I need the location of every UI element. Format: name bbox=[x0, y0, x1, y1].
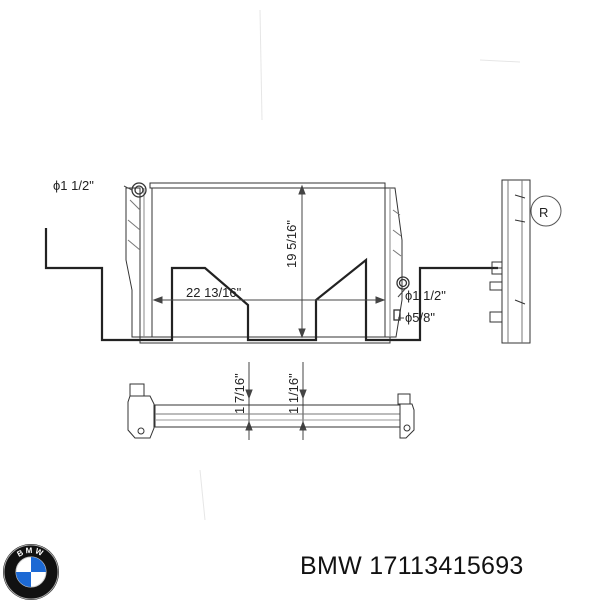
width-label: 22 13/16" bbox=[186, 285, 242, 300]
part-number: 17113415693 bbox=[369, 552, 524, 580]
svg-text:BMW: BMW bbox=[16, 546, 47, 559]
small-diameter-label: ϕ5/8" bbox=[405, 310, 435, 325]
inlet-diameter-label: ϕ1 1/2" bbox=[53, 178, 94, 193]
outlet-diameter-label: ϕ1 1/2" bbox=[405, 288, 446, 303]
section-outline bbox=[44, 228, 498, 342]
side-view bbox=[489, 179, 531, 344]
top-tank bbox=[149, 182, 386, 189]
height-label: 19 5/16" bbox=[284, 220, 299, 268]
right-side-tank bbox=[385, 187, 403, 338]
r-mark-label: R bbox=[539, 205, 548, 220]
r-mark: R bbox=[530, 195, 562, 227]
part-caption: BMW 17113415693 bbox=[300, 552, 524, 581]
bmw-logo: BMW bbox=[3, 544, 59, 600]
depth-b-label: 1 1/16" bbox=[286, 373, 301, 414]
outlet-pipe bbox=[393, 276, 410, 321]
brand-name: BMW bbox=[300, 552, 362, 580]
depth-a-label: 1 7/16" bbox=[232, 373, 247, 414]
logo-blue-quadrant-1 bbox=[31, 557, 46, 572]
background-noise bbox=[199, 9, 521, 521]
logo-blue-quadrant-2 bbox=[16, 572, 31, 587]
dimension-lines bbox=[123, 184, 406, 440]
left-side-tank bbox=[125, 187, 141, 338]
logo-letters: BMW bbox=[16, 546, 45, 559]
plan-view bbox=[127, 383, 415, 439]
